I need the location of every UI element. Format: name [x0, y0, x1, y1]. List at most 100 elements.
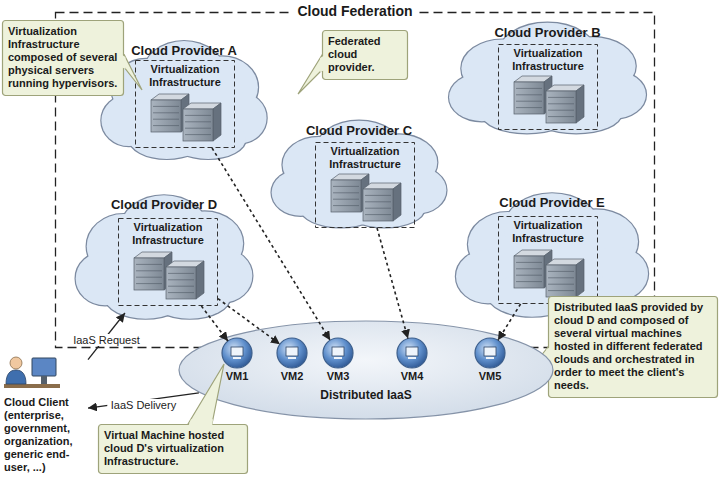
server-slot [136, 277, 162, 278]
cloud-provider: Cloud Provider BVirtualization Infrastru… [445, 18, 650, 138]
vm-base [486, 357, 494, 359]
cloud-provider: Cloud Provider AVirtualization Infrastru… [98, 36, 270, 164]
server-slot [365, 208, 391, 209]
vm-disc [323, 338, 353, 368]
virtual-machine: VM1 [217, 336, 257, 388]
cloud-fill [272, 121, 447, 228]
virtualization-box: Virtualization Infrastructure [135, 60, 235, 148]
vm-label: VM5 [470, 370, 510, 383]
server-slot [516, 101, 542, 102]
desk [4, 384, 60, 388]
server-side [196, 261, 204, 299]
cloud-fill [101, 41, 266, 159]
server-front [514, 82, 544, 114]
virtual-machine: VM5 [470, 336, 510, 388]
virtualization-border [136, 61, 235, 148]
server-slot [333, 199, 359, 200]
vm-disc [397, 338, 427, 368]
vm-screen [286, 347, 298, 356]
server-front [166, 267, 196, 299]
user-head [10, 357, 22, 369]
vm-label: VM4 [392, 370, 432, 383]
cloud-fill [449, 23, 646, 133]
cloud-provider: Cloud Provider DVirtualization Infrastru… [72, 190, 256, 324]
callout-box: Distributed IaaS provided by cloud D and… [548, 296, 718, 398]
virtualization-box: Virtualization Infrastructure [498, 44, 598, 130]
server-front [134, 258, 164, 290]
server-front [546, 265, 576, 297]
virtual-machine: VM3 [318, 336, 358, 388]
callout-body [99, 425, 248, 474]
callout-text: Virtualization Infrastructure composed o… [8, 25, 118, 90]
cloud-outline [449, 23, 646, 133]
edge-label: IaaS Delivery [108, 399, 179, 411]
virtualization-border [119, 219, 218, 306]
server-front [363, 189, 393, 221]
server-slot [548, 290, 574, 291]
callout-body [549, 297, 718, 398]
server-slot [548, 116, 574, 117]
server-pair [331, 174, 401, 221]
server-pair [514, 76, 584, 123]
virtualization-border [499, 217, 598, 304]
server-slot [153, 125, 179, 126]
virtual-machine: VM2 [272, 336, 312, 388]
server-slot [516, 281, 542, 282]
server-slot [185, 121, 211, 122]
cloud-fill [76, 195, 253, 318]
callout-text: Federated cloud provider. [328, 35, 402, 74]
virtualization-box: Virtualization Infrastructure [315, 142, 415, 228]
server-slot [333, 186, 359, 187]
server-slot [548, 103, 574, 104]
virtualization-label: Virtualization Infrastructure [501, 47, 595, 73]
vm-screen [332, 347, 344, 356]
server-slot [548, 271, 574, 272]
server-front [183, 109, 213, 141]
cloud-outline [76, 195, 253, 318]
server-slot [153, 106, 179, 107]
server-front [514, 256, 544, 288]
server-slot [548, 110, 574, 111]
callout-body [323, 31, 408, 80]
server-side [576, 259, 584, 297]
vm-label: VM3 [318, 370, 358, 383]
virtualization-label: Virtualization Infrastructure [138, 63, 232, 89]
virtualization-border [316, 143, 415, 228]
server-front [546, 91, 576, 123]
vm-disc [475, 338, 505, 368]
server-slot [168, 273, 194, 274]
server-side [393, 183, 401, 221]
callout-tail [124, 54, 142, 90]
server-side [213, 103, 221, 141]
vm-label: VM2 [272, 370, 312, 383]
monitor-stand [41, 376, 47, 384]
cloud-outline [101, 41, 266, 159]
server-slot [333, 192, 359, 193]
user-body [6, 370, 26, 384]
federation-boundary: Cloud FederationCloud Provider AVirtuali… [55, 12, 655, 348]
vm-screen [231, 347, 243, 356]
server-slot [365, 201, 391, 202]
virtualization-box: Virtualization Infrastructure [498, 216, 598, 304]
vm-base [334, 357, 342, 359]
server-pair [151, 94, 221, 141]
server-slot [136, 264, 162, 265]
vm-screen [484, 347, 496, 356]
cloud-heading: Cloud Provider E [456, 195, 648, 210]
server-pair [514, 250, 584, 297]
server-slot [136, 270, 162, 271]
server-front [151, 100, 181, 132]
cloud-heading: Cloud Provider C [272, 123, 446, 138]
vm-base [288, 357, 296, 359]
cloud-client: Cloud Client (enterprise, government, or… [2, 352, 88, 476]
server-front [331, 180, 361, 212]
vm-disc [277, 338, 307, 368]
server-slot [516, 262, 542, 263]
callout-box: Virtualization Infrastructure composed o… [2, 20, 124, 96]
server-side [576, 85, 584, 123]
distributed-iaas-ellipse: Distributed IaaSVM1VM2VM3VM4VM5 [178, 320, 554, 420]
